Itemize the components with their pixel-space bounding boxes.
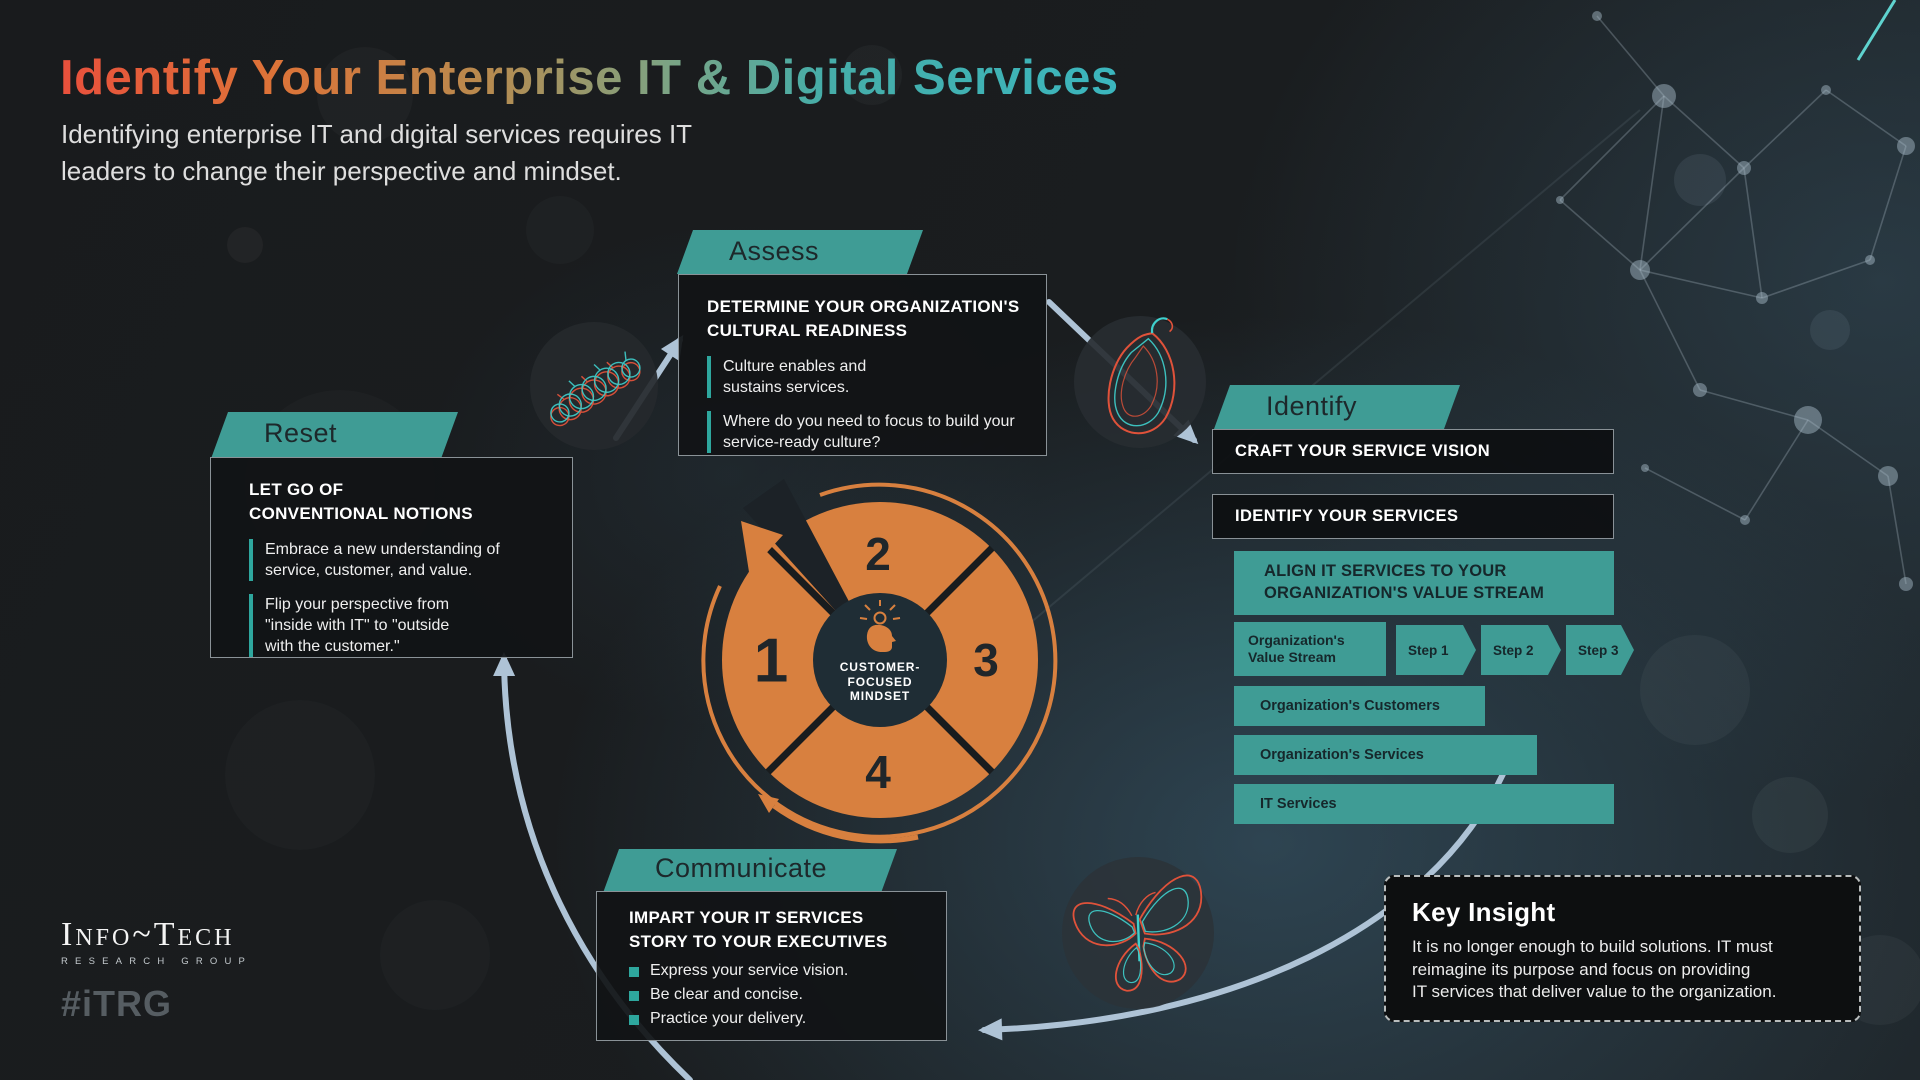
step-2-chevron: Step 2: [1481, 625, 1561, 675]
subtitle-line: leaders to change their perspective and …: [61, 155, 622, 186]
caterpillar-backdrop: [530, 322, 658, 450]
square-bullet-icon: [629, 1014, 639, 1025]
tab-reset-label: Reset: [264, 418, 338, 448]
key-insight-body: It is no longer enough to build solution…: [1412, 937, 1777, 1002]
customer-mindset-wheel: [701, 479, 1058, 844]
wheel-number-2: 2: [865, 528, 891, 580]
tab-assess: Assess: [676, 230, 923, 274]
communicate-bullet: Express your service vision.: [629, 962, 932, 980]
wheel-number-3: 3: [973, 634, 999, 686]
assess-bullet: Where do you need to focus to build your…: [707, 410, 1026, 454]
panel-communicate: IMPART YOUR IT SERVICES STORY TO YOUR EX…: [596, 891, 947, 1041]
reset-bullet: Embrace a new understanding of service, …: [249, 538, 554, 581]
subtitle-line: Identifying enterprise IT and digital se…: [61, 119, 693, 149]
caterpillar-icon: [550, 351, 641, 427]
identify-box-craft-vision: CRAFT YOUR SERVICE VISION: [1212, 429, 1614, 474]
communicate-bullet: Be clear and concise.: [629, 986, 932, 1004]
infotech-wordmark: Info~Tech: [61, 916, 235, 953]
tab-communicate: Communicate: [603, 849, 897, 891]
communicate-heading: IMPART YOUR IT SERVICES STORY TO YOUR EX…: [629, 908, 888, 951]
itrg-hashtag-logo: #iTRG: [61, 983, 173, 1024]
tab-assess-label: Assess: [729, 236, 820, 266]
assess-bullet: Culture enables and sustains services.: [707, 355, 1026, 398]
infotech-logo: Info~Tech RESEARCH GROUP #iTRG: [61, 916, 252, 1025]
tab-communicate-label: Communicate: [655, 853, 828, 883]
assess-heading: DETERMINE YOUR ORGANIZATION'S CULTURAL R…: [707, 297, 1020, 340]
panel-reset: LET GO OF CONVENTIONAL NOTIONS Embrace a…: [210, 457, 573, 658]
wheel-core-label: CUSTOMER- FOCUSED MINDSET: [839, 660, 921, 704]
row-organizations-services: Organization's Services: [1234, 735, 1537, 775]
tab-reset: Reset: [211, 412, 458, 457]
key-insight-title: Key Insight: [1412, 897, 1556, 927]
identify-box-identify-services: IDENTIFY YOUR SERVICES: [1212, 494, 1614, 539]
chrysalis-icon: [1107, 317, 1176, 435]
chrysalis-backdrop: [1074, 316, 1206, 448]
panel-assess: DETERMINE YOUR ORGANIZATION'S CULTURAL R…: [678, 274, 1047, 456]
butterfly-icon: [1072, 874, 1203, 992]
step-3-chevron: Step 3: [1566, 625, 1634, 675]
value-stream-box: Organization's Value Stream: [1234, 622, 1386, 676]
tab-identify: Identify: [1213, 385, 1460, 429]
wheel-number-4: 4: [865, 746, 891, 798]
page-title: Identify Your Enterprise IT & Digital Se…: [60, 51, 1119, 105]
identify-box-align: ALIGN IT SERVICES TO YOUR ORGANIZATION'S…: [1234, 551, 1614, 615]
arrow-identify-to-communicate: [978, 769, 1507, 1041]
square-bullet-icon: [629, 966, 639, 977]
network-nodes: [1556, 11, 1915, 591]
communicate-bullet: Practice your delivery.: [629, 1010, 932, 1028]
lightbulb-head-icon: [859, 600, 901, 652]
network-wireframe: [1009, 0, 1907, 641]
row-it-services: IT Services: [1234, 784, 1614, 824]
key-insight-box: Key Insight It is no longer enough to bu…: [1384, 875, 1861, 1022]
square-bullet-icon: [629, 990, 639, 1001]
reset-heading: LET GO OF CONVENTIONAL NOTIONS: [249, 480, 473, 523]
row-organizations-customers: Organization's Customers: [1234, 686, 1485, 726]
rotation-arrow: [772, 803, 919, 844]
wheel-number-1: 1: [753, 626, 789, 696]
step-1-chevron: Step 1: [1396, 625, 1476, 675]
reset-bullet: Flip your perspective from "inside with …: [249, 593, 554, 658]
infotech-research-group-label: RESEARCH GROUP: [61, 956, 253, 967]
page-subtitle: Identifying enterprise IT and digital se…: [61, 116, 692, 190]
tab-identify-label: Identify: [1266, 391, 1358, 421]
wheel-core: [813, 593, 947, 727]
